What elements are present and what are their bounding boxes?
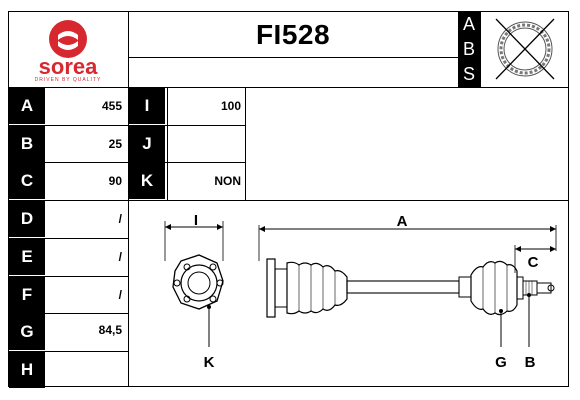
divider xyxy=(8,200,569,201)
row-label-d: D xyxy=(9,201,45,237)
brand-logo: sorea DRIVEN BY QUALITY xyxy=(10,13,126,85)
row-value-a: 455 xyxy=(101,99,122,113)
divider xyxy=(480,11,481,87)
row-label-e: E xyxy=(9,239,45,275)
divider xyxy=(8,162,245,163)
row-value-c: 90 xyxy=(108,174,122,188)
row-label-c: C xyxy=(9,163,45,199)
part-number-title: FI528 xyxy=(255,19,331,50)
driveshaft-diagram: I K A xyxy=(129,201,568,386)
row-value-g: 84,5 xyxy=(98,323,122,337)
divider xyxy=(8,87,569,88)
divider xyxy=(8,125,245,126)
divider xyxy=(245,87,246,200)
divider xyxy=(167,87,168,200)
abs-ring-crossed-icon xyxy=(482,13,568,85)
logo-emblem-icon xyxy=(49,20,87,58)
row-value-k: NON xyxy=(214,174,241,188)
abs-letter-b: B xyxy=(458,37,480,62)
row-value-d: / xyxy=(118,212,122,226)
row-label-f: F xyxy=(9,277,45,313)
row-value-e: / xyxy=(118,250,122,264)
brand-name: sorea xyxy=(38,54,98,79)
row-label-i: I xyxy=(129,88,165,124)
abs-letter-s: S xyxy=(458,62,480,87)
divider xyxy=(8,238,128,239)
row-label-k: K xyxy=(129,163,165,199)
divider xyxy=(8,276,128,277)
pointer-label-b: B xyxy=(525,354,536,371)
row-label-g: G xyxy=(9,314,45,350)
row-label-h: H xyxy=(9,352,45,388)
divider xyxy=(128,57,458,58)
dim-label-a: A xyxy=(397,213,408,230)
driveshaft-icon xyxy=(266,258,555,318)
row-label-a: A xyxy=(9,88,45,124)
row-label-b: B xyxy=(9,126,45,162)
row-value-b: 25 xyxy=(108,137,122,151)
abs-letter-a: A xyxy=(458,12,480,37)
row-label-j: J xyxy=(129,126,165,162)
spec-sheet-frame xyxy=(8,11,569,387)
row-value-i: 100 xyxy=(220,99,241,113)
dim-label-i: I xyxy=(194,212,198,229)
dim-label-c: C xyxy=(528,254,539,271)
divider xyxy=(8,313,128,314)
flange-icon xyxy=(172,254,224,310)
pointer-label-g: G xyxy=(495,354,507,371)
brand-tagline: DRIVEN BY QUALITY xyxy=(34,77,102,83)
row-value-f: / xyxy=(118,288,122,302)
divider xyxy=(128,11,129,387)
divider xyxy=(8,351,128,352)
pointer-label-k: K xyxy=(204,354,215,371)
